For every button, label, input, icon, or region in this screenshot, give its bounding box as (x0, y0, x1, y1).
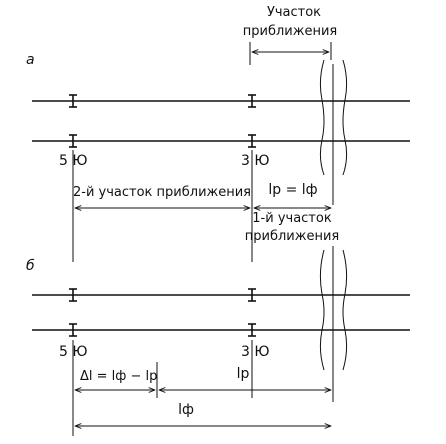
panel-b-signal-3-label: 3 Ю (241, 344, 269, 360)
panel-b-signal-5-mark (69, 288, 77, 337)
panel-b-insulated-joint (319, 246, 348, 402)
panel-b-delta-label: Δl = lф − lр (80, 369, 157, 384)
panel-a-signal-5-mark (69, 94, 77, 148)
header-label-line2: приближения (243, 24, 337, 39)
panel-a-zone1-label-line1: 1-й участок (252, 211, 332, 226)
panel-a-letter: а (26, 52, 35, 68)
panel-a-zone1-label-line2: приближения (245, 229, 339, 244)
panel-a-equality-label: lр = lф (268, 182, 317, 198)
header-label-line1: Участок (267, 5, 321, 20)
panel-a-signal-3-mark (248, 94, 256, 148)
panel-b-signal-3-mark (248, 288, 256, 337)
panel-b-lf-label: lф (178, 402, 194, 418)
panel-a-signal-3-label: 3 Ю (241, 153, 269, 169)
panel-a-zone2-label: 2-й участок приближения (73, 185, 251, 200)
panel-a-insulated-joint (319, 59, 348, 205)
panel-b-lr-label: lр (237, 366, 250, 382)
panel-b-letter: б (26, 258, 35, 274)
